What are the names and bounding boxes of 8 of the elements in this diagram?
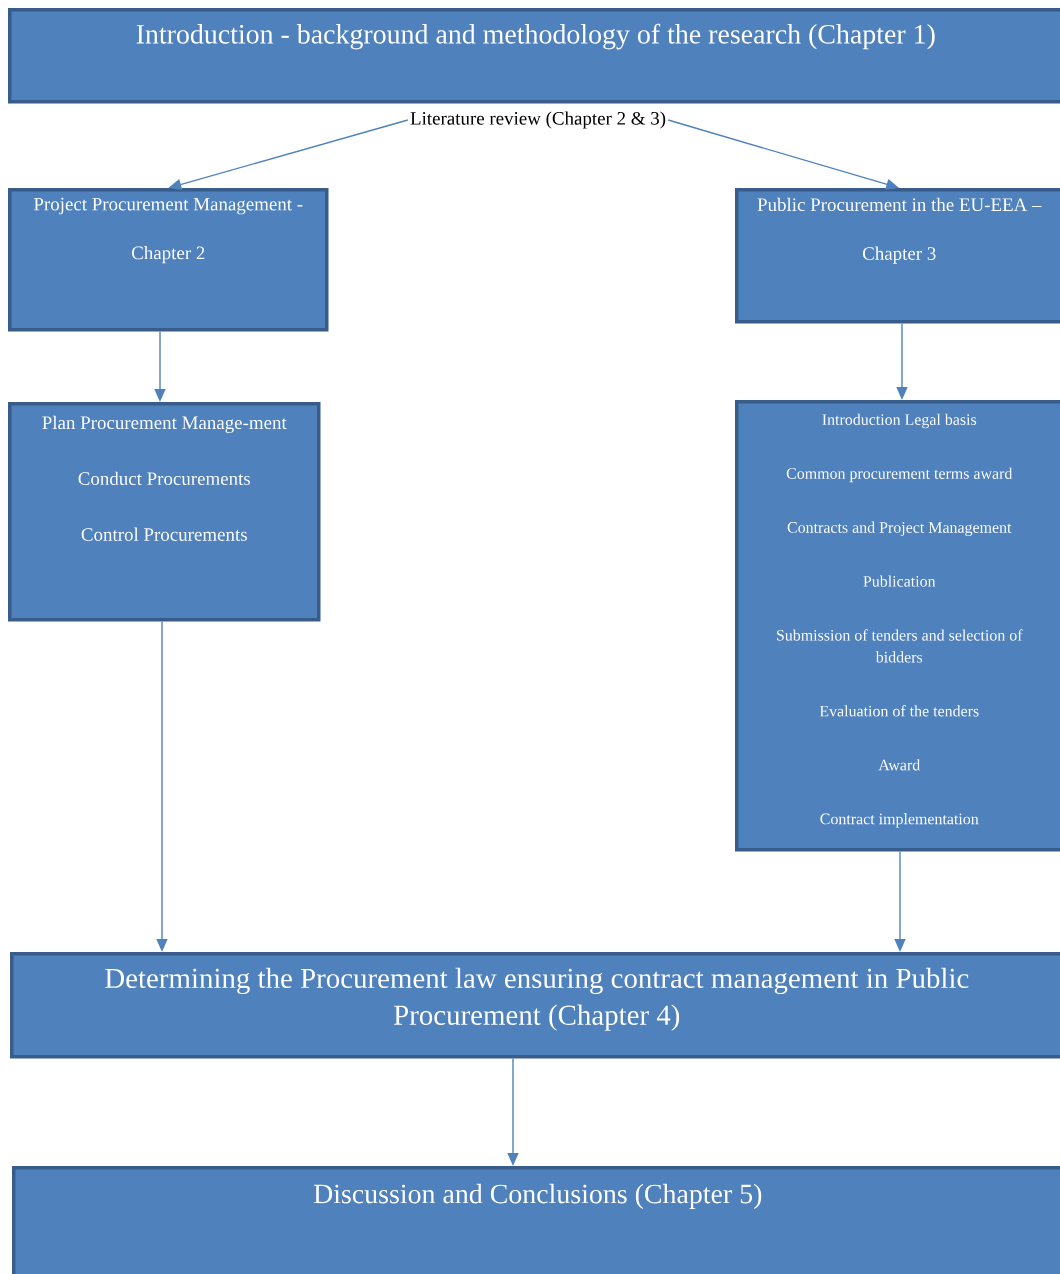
process-box: Plan Procurement Manage-ment Conduct Procurements Control Procurements (8, 402, 321, 622)
process-box: Public Procurement in the EU-EEA – Chapter 3 (735, 188, 1060, 324)
process-box: Introduction - background and methodology of the research (Chapter 1) (8, 8, 1060, 104)
process-box: Determining the Procurement law ensuring contract management in Public Procurement (Chapter 4) (10, 952, 1060, 1059)
section-label: Literature review (Chapter 2 & 3) (410, 111, 666, 129)
process-box: Discussion and Conclusions (Chapter 5) (12, 1166, 1060, 1274)
process-box: Introduction Legal basis Common procurement terms award Contracts and Project Management Publication Submission of tenders and selection of bidders Evaluation of the tenders Award Contract implementation (735, 400, 1060, 852)
process-box: Project Procurement Management - Chapter 2 (8, 188, 329, 332)
